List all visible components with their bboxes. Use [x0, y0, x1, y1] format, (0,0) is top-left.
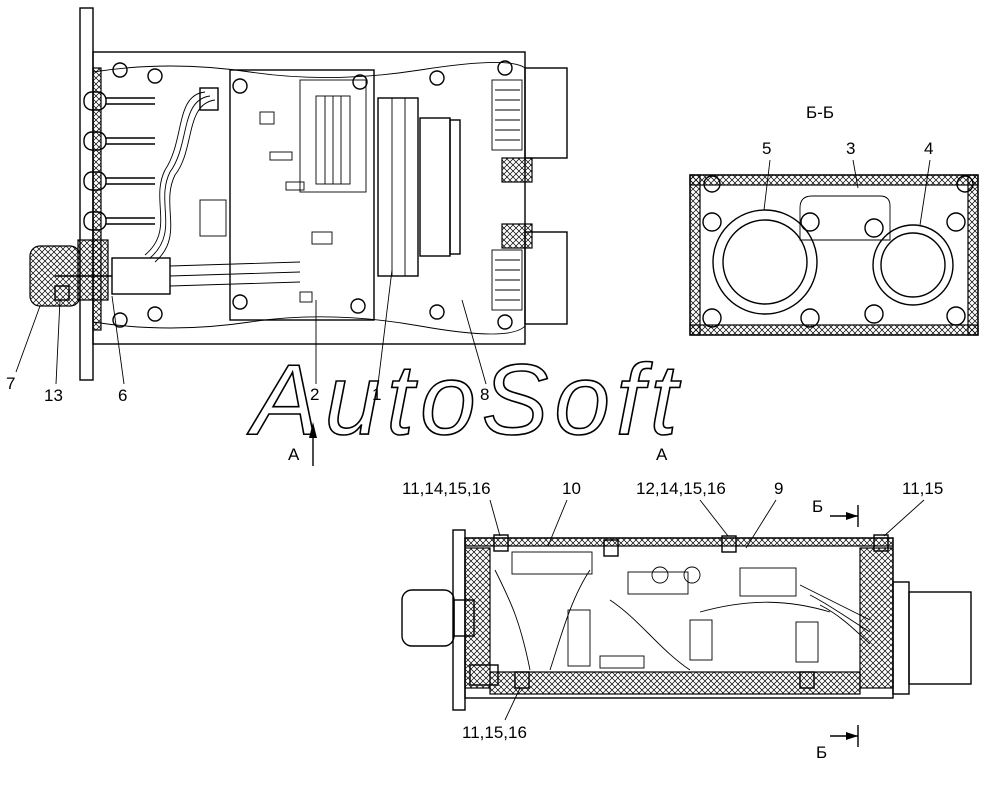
- callout-13: 13: [44, 386, 63, 405]
- top-view: [15, 7, 568, 466]
- connector-4: [872, 224, 954, 306]
- watermark: AutoSoft: [247, 344, 684, 456]
- callout-12-14-15-16: 12,14,15,16: [636, 479, 726, 498]
- callout-3: 3: [846, 139, 855, 158]
- callout-10: 10: [562, 479, 581, 498]
- callout-1: 1: [372, 385, 381, 404]
- callout-2: 2: [310, 385, 319, 404]
- screw-group: [112, 60, 513, 330]
- callout-5: 5: [762, 139, 771, 158]
- callout-11-14-15-16: 11,14,15,16: [402, 479, 491, 498]
- pcb-board: [229, 69, 375, 321]
- view-a-title: А: [656, 445, 668, 464]
- section-housing: [689, 174, 979, 336]
- callout-6: 6: [118, 386, 127, 405]
- callout-labels: 7 13 6 2 1 8 5 3 4 11,14,15,16 10 12,14,…: [6, 139, 943, 742]
- cut-b-top-label: Б: [812, 497, 823, 516]
- callout-11-15-16: 11,15,16: [462, 723, 527, 742]
- section-bb-title: Б-Б: [806, 103, 834, 122]
- connector-upper: [524, 67, 568, 159]
- callout-9: 9: [774, 479, 783, 498]
- front-panel: [79, 7, 94, 381]
- callout-7: 7: [6, 374, 15, 393]
- callout-8: 8: [480, 385, 489, 404]
- section-bb-view: [689, 159, 979, 336]
- view-a: [401, 499, 972, 747]
- cut-b-bottom-label: Б: [816, 743, 827, 762]
- view-labels: Б-Б А А Б Б: [288, 103, 834, 762]
- connector-5: [712, 209, 818, 315]
- led-group: [83, 91, 155, 231]
- callout-11-15: 11,15: [902, 479, 943, 498]
- arrow-a-label: А: [288, 445, 300, 464]
- connector-lower: [524, 231, 568, 325]
- callout-4: 4: [924, 139, 933, 158]
